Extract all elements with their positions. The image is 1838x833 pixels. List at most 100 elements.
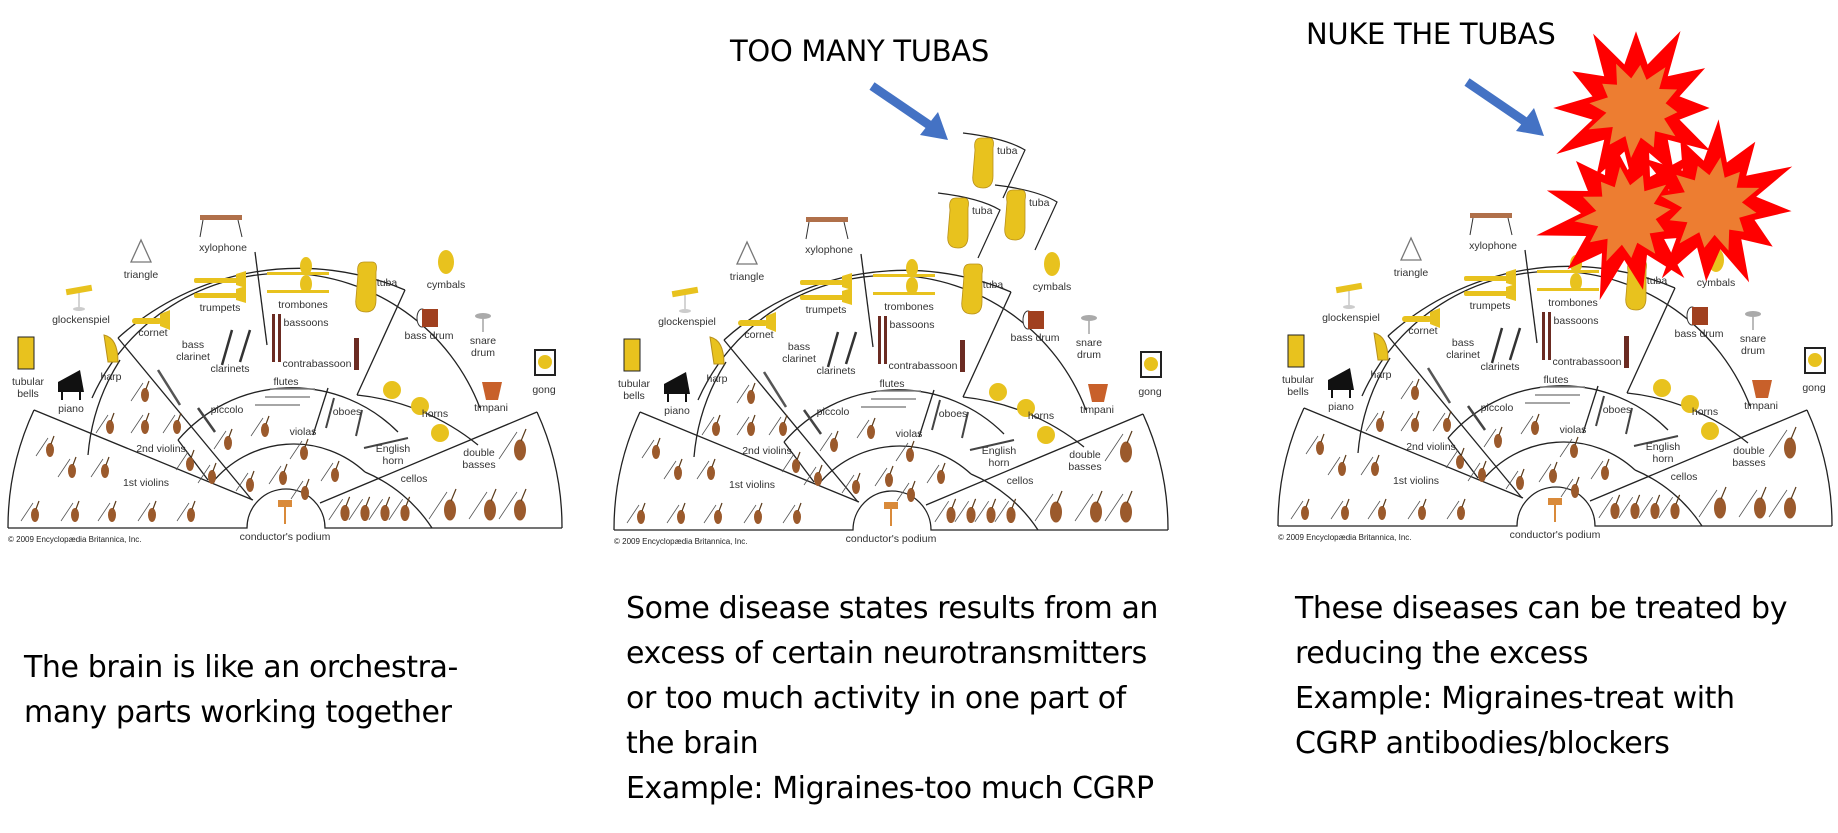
violin-icon: [108, 508, 116, 522]
instrument-neck: [228, 428, 233, 438]
violin-icon: [71, 508, 79, 522]
label-horns: horns: [1692, 406, 1718, 418]
tubular-bells-icon: [623, 338, 641, 372]
violin-icon: [677, 510, 685, 524]
violin-icon: [793, 510, 801, 524]
bow-icon: [934, 500, 950, 523]
bass-clarinet-icon: [762, 371, 788, 408]
instrument-neck: [1126, 430, 1133, 444]
instrument-neck: [110, 412, 115, 422]
glockenspiel-icon: [1335, 282, 1363, 309]
instrument-neck: [889, 465, 894, 475]
bow-icon: [176, 502, 190, 522]
bow-icon: [926, 464, 940, 484]
violin-icon: [300, 446, 308, 460]
violin-icon: [1376, 418, 1384, 432]
label-2nd-violins: 2nd violins: [136, 443, 186, 455]
bow-icon: [130, 382, 144, 402]
instrument-neck: [145, 412, 150, 422]
timpani-icon: [1088, 384, 1108, 402]
instrument-neck: [1605, 458, 1610, 468]
clarinet-icon: [238, 329, 252, 363]
bow-icon: [663, 460, 677, 480]
bassoons-icon: [878, 316, 887, 364]
orchestra-seating-lines: [613, 253, 1169, 531]
bow-icon: [57, 458, 71, 478]
bow-icon: [1768, 489, 1788, 518]
bass-drum-icon: [1022, 310, 1044, 330]
glockenspiel-icon: [671, 286, 699, 313]
label-gong: gong: [532, 384, 556, 396]
bow-icon: [468, 491, 488, 520]
bow-icon: [874, 467, 888, 487]
bow-icon: [1768, 429, 1788, 458]
violin-icon: [1531, 421, 1539, 435]
violin-icon: [652, 445, 660, 459]
instrument-neck: [335, 460, 340, 470]
bow-icon: [954, 500, 970, 523]
bow-icon: [137, 502, 151, 522]
bow-icon: [1330, 500, 1344, 520]
violin-icon: [141, 420, 149, 434]
cello-icon: [966, 506, 976, 524]
bow-icon: [368, 498, 384, 521]
trumpet-icon: [194, 271, 246, 288]
label-snare-drum: drum: [1077, 349, 1101, 361]
cello-icon: [946, 506, 956, 524]
caption-line: reducing the excess: [1295, 636, 1589, 671]
label-oboes: oboes: [333, 406, 362, 418]
instrument-neck: [1011, 498, 1017, 509]
double-bass-icon: [1090, 501, 1102, 523]
violin-icon: [1443, 418, 1451, 432]
instrument-neck: [1415, 410, 1420, 420]
instrument-neck: [711, 458, 716, 468]
instrument-neck: [1498, 426, 1503, 436]
label-tubular-bells: bells: [623, 390, 645, 402]
violin-icon: [830, 438, 838, 452]
oboe-icon: [1625, 407, 1633, 435]
instrument-neck: [1461, 498, 1466, 508]
bow-icon: [1538, 463, 1552, 483]
violin-icon: [1316, 441, 1324, 455]
label-piccolo: piccolo: [211, 404, 244, 416]
clarinet-icon: [1508, 327, 1522, 361]
bow-icon: [20, 502, 34, 522]
label-trumpets: trumpets: [200, 302, 241, 314]
label-conductors-podium: conductor's podium: [846, 533, 937, 545]
bow-icon: [666, 504, 680, 524]
label-snare-drum: snare: [1076, 337, 1102, 349]
bow-icon: [1598, 496, 1614, 519]
violin-icon: [1516, 476, 1524, 490]
podium-icon: [1548, 498, 1562, 522]
violin-icon: [301, 486, 309, 500]
instrument-neck: [345, 496, 351, 507]
violin-icon: [208, 470, 216, 484]
bow-icon: [35, 437, 49, 457]
bow-icon: [320, 462, 334, 482]
bow-icon: [348, 498, 364, 521]
bass-clarinet-icon: [1426, 367, 1452, 404]
instrument-neck: [718, 502, 723, 512]
label-1st-violins: 1st violins: [729, 479, 775, 491]
trumpet-icon: [1464, 269, 1516, 286]
label-gong: gong: [1802, 382, 1826, 394]
horn-icon: [1653, 379, 1671, 397]
label-contrabassoon: contrabassoon: [889, 360, 958, 372]
bow-icon: [994, 500, 1010, 523]
label-xylophone: xylophone: [805, 244, 853, 256]
orchestra-diagram-treatment: xylophone triangle glockenspiel cornet t…: [1270, 0, 1838, 598]
orchestra-labels: xylophone triangle glockenspiel cornet t…: [614, 244, 1162, 546]
bow-icon: [1505, 470, 1519, 490]
label-cornet: cornet: [138, 327, 167, 339]
instrument-neck: [783, 414, 788, 424]
orchestra-seating-lines: [7, 251, 563, 529]
trumpet-icon: [800, 288, 852, 305]
english-horn-icon: [1633, 435, 1679, 447]
double-bass-icon: [1120, 501, 1132, 523]
label-glockenspiel: glockenspiel: [52, 314, 110, 326]
bow-icon: [130, 414, 144, 434]
caption-line: excess of certain neurotransmitters: [626, 636, 1147, 671]
violins-group: [20, 380, 527, 522]
instrument-neck: [191, 500, 196, 510]
instrument-neck: [951, 498, 957, 509]
